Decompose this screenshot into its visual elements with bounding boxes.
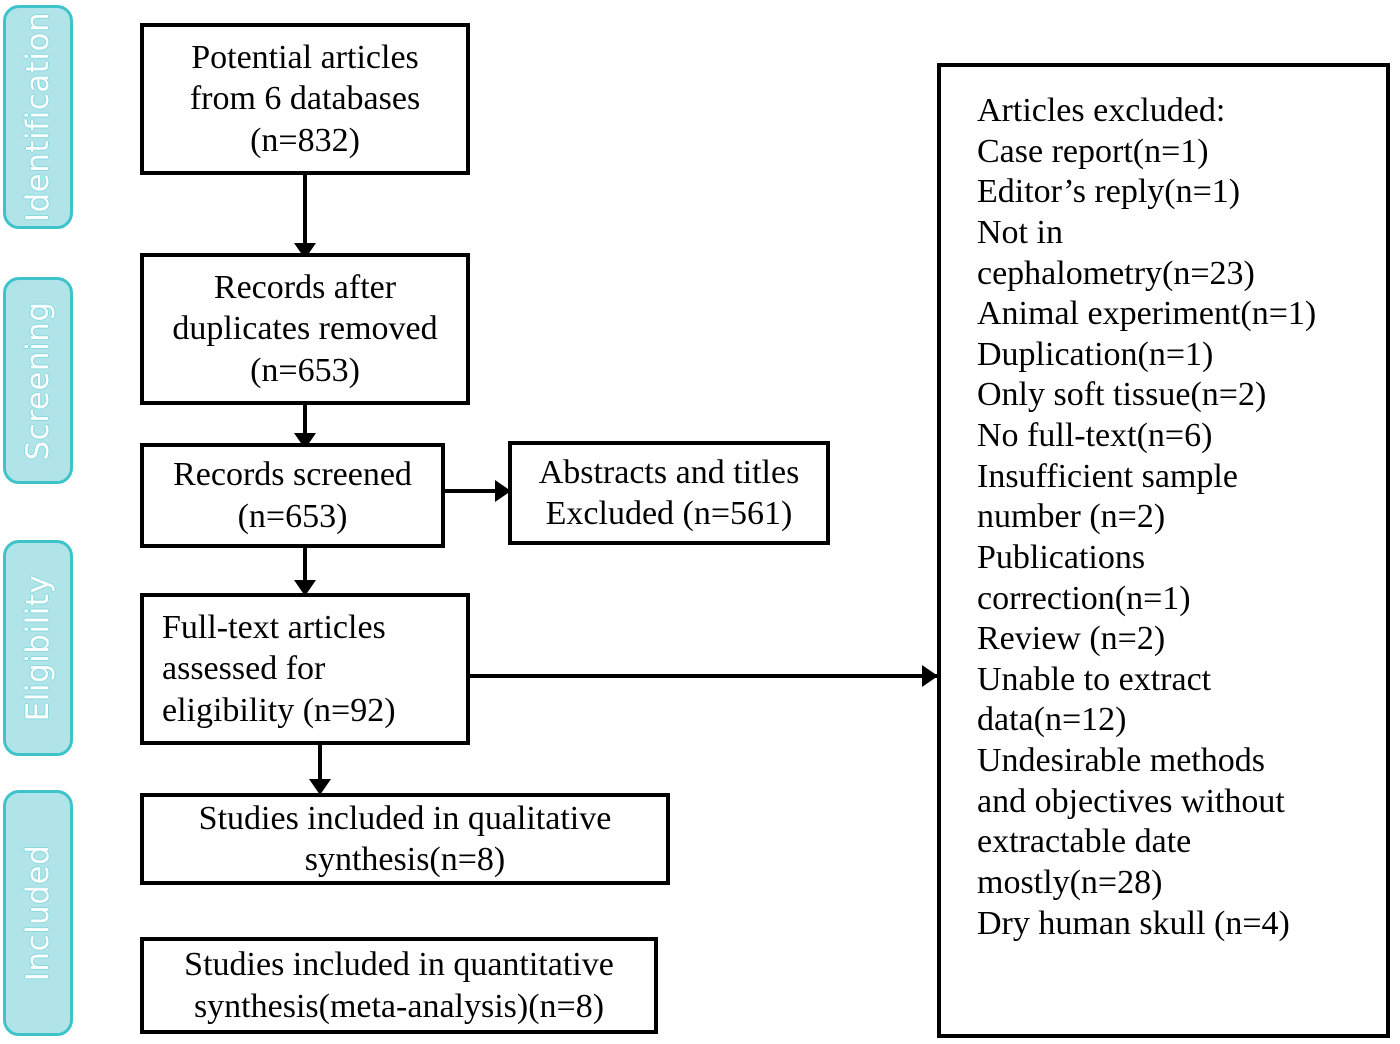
excluded-line: Case report(n=1) <box>977 132 1209 170</box>
box-potential-articles: Potential articles from 6 databases (n=8… <box>140 23 470 175</box>
connector-potential-to-duplicates <box>303 175 307 247</box>
box-studies-included-qualitative: Studies included in qualitative synthesi… <box>140 793 670 885</box>
excluded-line: Articles excluded: <box>977 92 1226 129</box>
excluded-line: Dry human skull (n=4) <box>977 904 1290 942</box>
excluded-line: extractable date <box>977 823 1192 861</box>
connector-duplicates-to-screened <box>303 405 307 439</box>
box-potential-articles-text: Potential articles from 6 databases (n=8… <box>189 38 421 159</box>
connector-screened-to-fulltext <box>303 548 307 586</box>
box-abstracts-and-titles-excluded-text: Abstracts and titles Excluded (n=561) <box>538 453 800 532</box>
phase-pill-screening: Screening <box>3 277 73 484</box>
arrowhead-down-icon <box>309 779 331 795</box>
arrowhead-right-icon <box>922 665 938 687</box>
box-abstracts-and-titles-excluded: Abstracts and titles Excluded (n=561) <box>508 441 830 545</box>
excluded-line: number (n=2) <box>977 498 1166 536</box>
box-full-text-articles-assessed-text: Full-text articles assessed for eligibil… <box>162 608 396 729</box>
phase-pill-identification: Identification <box>3 5 73 229</box>
excluded-line: Editor’s reply(n=1) <box>977 173 1241 211</box>
excluded-line: Only soft tissue(n=2) <box>977 376 1267 414</box>
box-studies-included-quantitative-text: Studies included in quantitative synthes… <box>184 946 614 1025</box>
panel-articles-excluded: Articles excluded: Case report(n=1) Edit… <box>937 63 1390 1038</box>
box-records-after-duplicates-text: Records after duplicates removed (n=653) <box>172 268 438 389</box>
phase-pill-included: Included <box>3 790 73 1036</box>
box-studies-included-quantitative: Studies included in quantitative synthes… <box>140 937 658 1034</box>
excluded-line: Animal experiment(n=1) <box>977 295 1317 333</box>
phase-label-included: Included <box>20 844 56 982</box>
box-records-screened: Records screened (n=653) <box>140 443 445 548</box>
phase-pill-eligibility: Eligibility <box>3 540 73 756</box>
phase-label-eligibility: Eligibility <box>20 574 56 722</box>
excluded-line: Unable to extract <box>977 660 1212 698</box>
excluded-line: Review (n=2) <box>977 620 1166 658</box>
excluded-line: Undesirable methods <box>977 742 1265 779</box>
arrowhead-right-icon <box>495 480 511 502</box>
connector-fulltext-to-qualitative <box>318 745 322 785</box>
excluded-line: and objectives without <box>977 782 1285 820</box>
phase-label-screening: Screening <box>20 300 56 461</box>
excluded-line: correction(n=1) <box>977 579 1191 617</box>
connector-screened-to-abstracts-excluded <box>445 489 510 493</box>
phase-label-identification: Identification <box>20 11 56 223</box>
box-records-screened-text: Records screened (n=653) <box>173 456 412 535</box>
excluded-line: Duplication(n=1) <box>977 335 1214 373</box>
excluded-line: Not in <box>977 213 1063 251</box>
excluded-line: cephalometry(n=23) <box>977 254 1255 292</box>
excluded-line: data(n=12) <box>977 701 1127 739</box>
excluded-line: No full-text(n=6) <box>977 417 1213 454</box>
excluded-line: mostly(n=28) <box>977 863 1163 901</box>
box-records-after-duplicates: Records after duplicates removed (n=653) <box>140 253 470 405</box>
connector-fulltext-to-excluded-panel <box>470 674 938 678</box>
excluded-line: Publications <box>977 538 1146 576</box>
excluded-line: Insufficient sample <box>977 457 1238 495</box>
box-full-text-articles-assessed: Full-text articles assessed for eligibil… <box>140 593 470 745</box>
box-studies-included-qualitative-text: Studies included in qualitative synthesi… <box>198 799 612 878</box>
arrowhead-down-icon <box>294 580 316 596</box>
